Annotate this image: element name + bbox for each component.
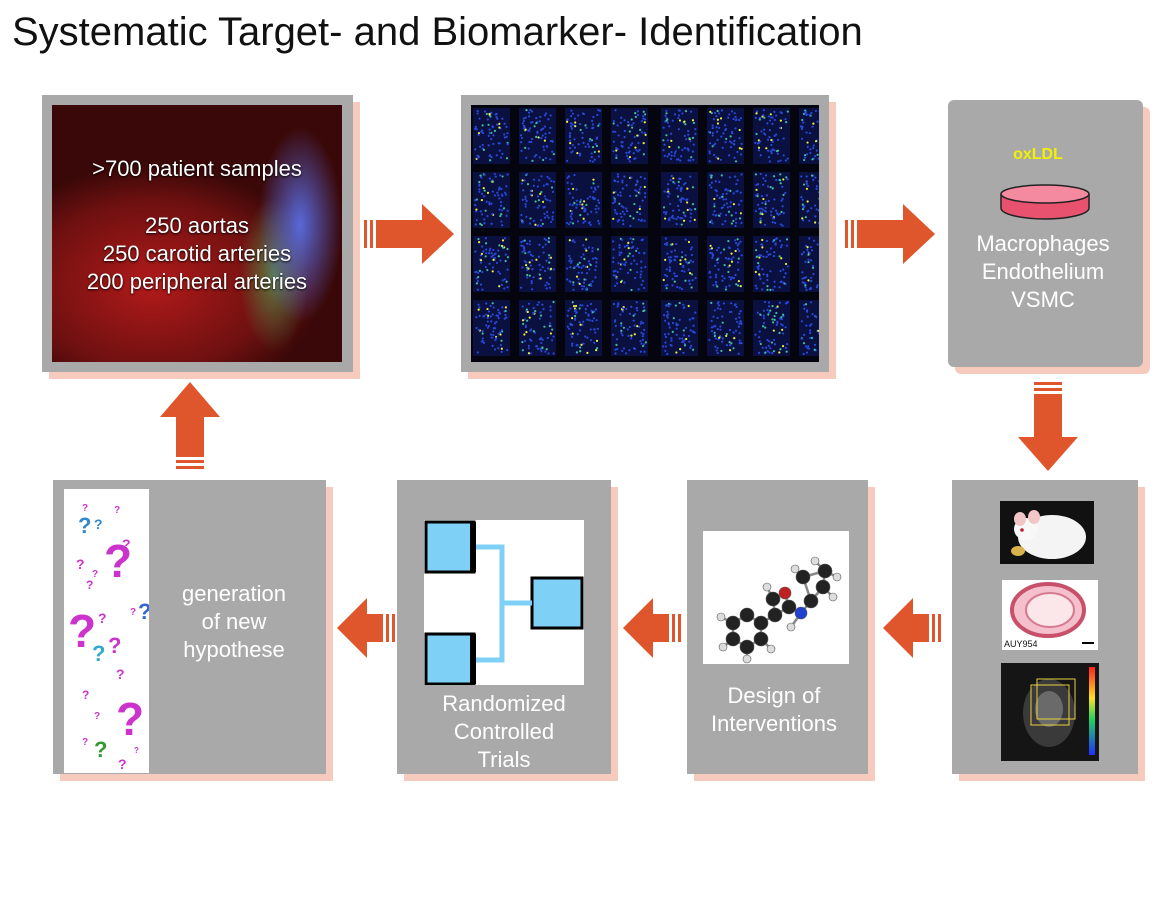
svg-text:?: ? bbox=[98, 610, 107, 626]
svg-text:?: ? bbox=[134, 746, 139, 755]
svg-text:?: ? bbox=[82, 737, 88, 748]
trial-tree-image bbox=[424, 520, 584, 686]
svg-text:?: ? bbox=[104, 535, 132, 587]
trials-line-1: Randomized bbox=[442, 691, 566, 716]
arrow-right-2-icon bbox=[845, 204, 935, 264]
molecule-model-icon bbox=[716, 556, 842, 664]
samples-aortas: 250 aortas bbox=[145, 213, 249, 239]
interventions-line-1: Design of bbox=[727, 683, 821, 708]
samples-carotid: 250 carotid arteries bbox=[102, 241, 292, 267]
svg-text:?: ? bbox=[82, 503, 88, 514]
microarray-panel bbox=[461, 95, 836, 372]
petri-dish-icon bbox=[1000, 184, 1090, 220]
samples-text: >700 patient samples 250 aortas 250 caro… bbox=[52, 155, 342, 297]
molecule-image bbox=[703, 531, 849, 664]
svg-text:?: ? bbox=[108, 633, 121, 658]
microarray-image bbox=[471, 105, 836, 362]
page-title: Systematic Target- and Biomarker- Identi… bbox=[12, 10, 863, 54]
arrow-left-2-icon bbox=[623, 598, 681, 658]
tissue-section-image bbox=[52, 105, 342, 362]
imaging-image bbox=[1001, 663, 1099, 761]
svg-text:?: ? bbox=[116, 666, 125, 682]
svg-text:?: ? bbox=[82, 688, 89, 702]
svg-text:?: ? bbox=[94, 711, 100, 722]
arrow-left-3-icon bbox=[337, 598, 395, 658]
histology-label: AUY954 bbox=[1004, 639, 1038, 649]
svg-text:?: ? bbox=[78, 513, 91, 538]
cell-vsmc: VSMC bbox=[1011, 287, 1075, 313]
cell-culture-panel: oxLDL Macrophages Endothelium VSMC bbox=[948, 100, 1143, 367]
svg-text:?: ? bbox=[118, 756, 127, 772]
cell-types-text: Macrophages Endothelium VSMC bbox=[948, 230, 1138, 314]
question-marks-image: ???????????????????????? bbox=[64, 489, 149, 773]
trials-line-3: Trials bbox=[477, 747, 531, 773]
cell-macrophages: Macrophages bbox=[976, 231, 1110, 256]
mouse-image bbox=[1000, 501, 1094, 564]
patient-samples-panel: >700 patient samples 250 aortas 250 caro… bbox=[42, 95, 353, 372]
mouse-icon bbox=[1011, 510, 1086, 559]
hypothesis-text: generation of new hypothese bbox=[161, 580, 307, 664]
mri-scan-icon bbox=[1023, 667, 1095, 755]
animal-models-panel: AUY954 bbox=[952, 480, 1138, 774]
svg-text:?: ? bbox=[86, 578, 93, 592]
samples-count: >700 patient samples bbox=[92, 156, 302, 181]
question-marks-icon: ???????????????????????? bbox=[68, 503, 149, 772]
artery-section-icon bbox=[1010, 582, 1094, 644]
arrow-right-1-icon bbox=[364, 204, 454, 264]
hypothesis-line-3: hypothese bbox=[183, 637, 285, 663]
svg-text:?: ? bbox=[114, 505, 120, 516]
svg-text:?: ? bbox=[134, 707, 140, 718]
svg-text:?: ? bbox=[116, 693, 144, 745]
histology-image: AUY954 bbox=[1002, 580, 1098, 650]
hypothesis-line-2: of new bbox=[201, 609, 267, 635]
arrow-left-1-icon bbox=[883, 598, 941, 658]
trials-panel: Randomized Controlled Trials bbox=[397, 480, 611, 774]
svg-text:?: ? bbox=[92, 569, 98, 580]
microarray-grid bbox=[473, 108, 836, 356]
svg-text:?: ? bbox=[94, 737, 107, 762]
arrow-up-icon bbox=[160, 382, 220, 469]
svg-text:?: ? bbox=[138, 599, 149, 624]
oxldl-label: oxLDL bbox=[1013, 146, 1063, 163]
hypothesis-panel: ???????????????????????? generation of n… bbox=[53, 480, 326, 774]
svg-text:?: ? bbox=[68, 605, 96, 657]
svg-text:?: ? bbox=[122, 536, 131, 552]
trial-tree-diagram bbox=[424, 520, 584, 686]
interventions-panel: Design of Interventions bbox=[687, 480, 868, 774]
hypothesis-line-1: generation bbox=[182, 581, 286, 606]
trials-line-2: Controlled bbox=[453, 719, 555, 745]
trials-text: Randomized Controlled Trials bbox=[397, 690, 611, 774]
svg-text:?: ? bbox=[92, 641, 105, 666]
svg-text:?: ? bbox=[76, 556, 85, 572]
cell-endothelium: Endothelium bbox=[981, 259, 1105, 285]
svg-text:?: ? bbox=[94, 516, 103, 532]
samples-peripheral: 200 peripheral arteries bbox=[86, 269, 308, 295]
svg-text:?: ? bbox=[130, 607, 136, 618]
arrow-down-icon bbox=[1018, 382, 1078, 471]
interventions-line-2: Interventions bbox=[711, 711, 837, 737]
interventions-text: Design of Interventions bbox=[687, 682, 861, 738]
